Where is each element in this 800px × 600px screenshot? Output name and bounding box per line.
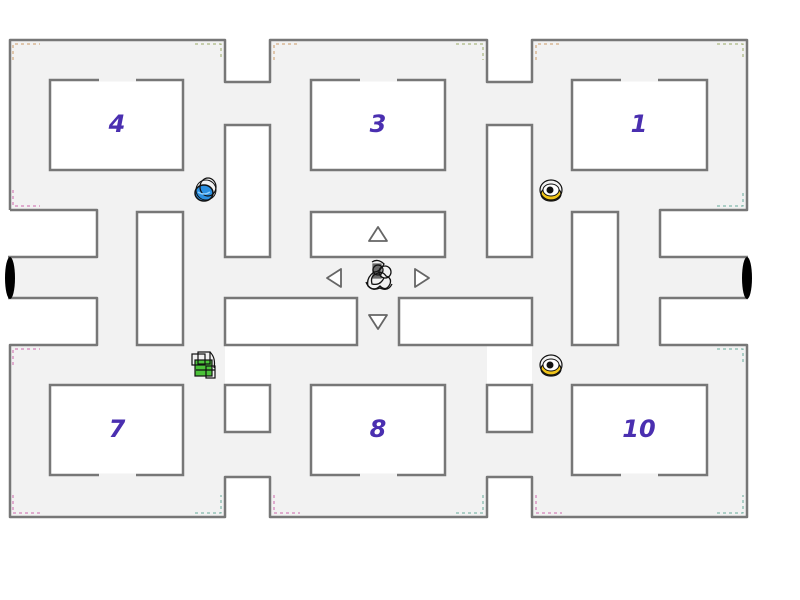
room-label-4: 4 xyxy=(108,110,126,138)
corner-markers xyxy=(12,43,744,514)
yellow-eye-character-icon xyxy=(539,179,563,202)
right-arrow-icon[interactable] xyxy=(414,268,430,288)
maze-inner-walls xyxy=(48,78,709,477)
down-arrow-icon[interactable] xyxy=(368,314,388,330)
yellow-eye-character-icon xyxy=(539,354,563,377)
left-tunnel-portal xyxy=(5,257,15,299)
room-label-3: 3 xyxy=(369,110,387,138)
green-creature-character-icon xyxy=(191,351,216,379)
player-scribble-character-icon xyxy=(365,259,393,290)
room-label-8: 8 xyxy=(369,415,387,443)
blue-orb-character-icon xyxy=(194,177,217,202)
room-doorways xyxy=(99,78,658,477)
left-arrow-icon[interactable] xyxy=(326,268,342,288)
up-arrow-icon[interactable] xyxy=(368,226,388,242)
room-label-1: 1 xyxy=(630,110,648,138)
room-label-10: 10 xyxy=(622,415,656,443)
room-label-7: 7 xyxy=(108,415,126,443)
right-tunnel-portal xyxy=(742,257,752,299)
maze-outer-walls xyxy=(8,38,749,519)
